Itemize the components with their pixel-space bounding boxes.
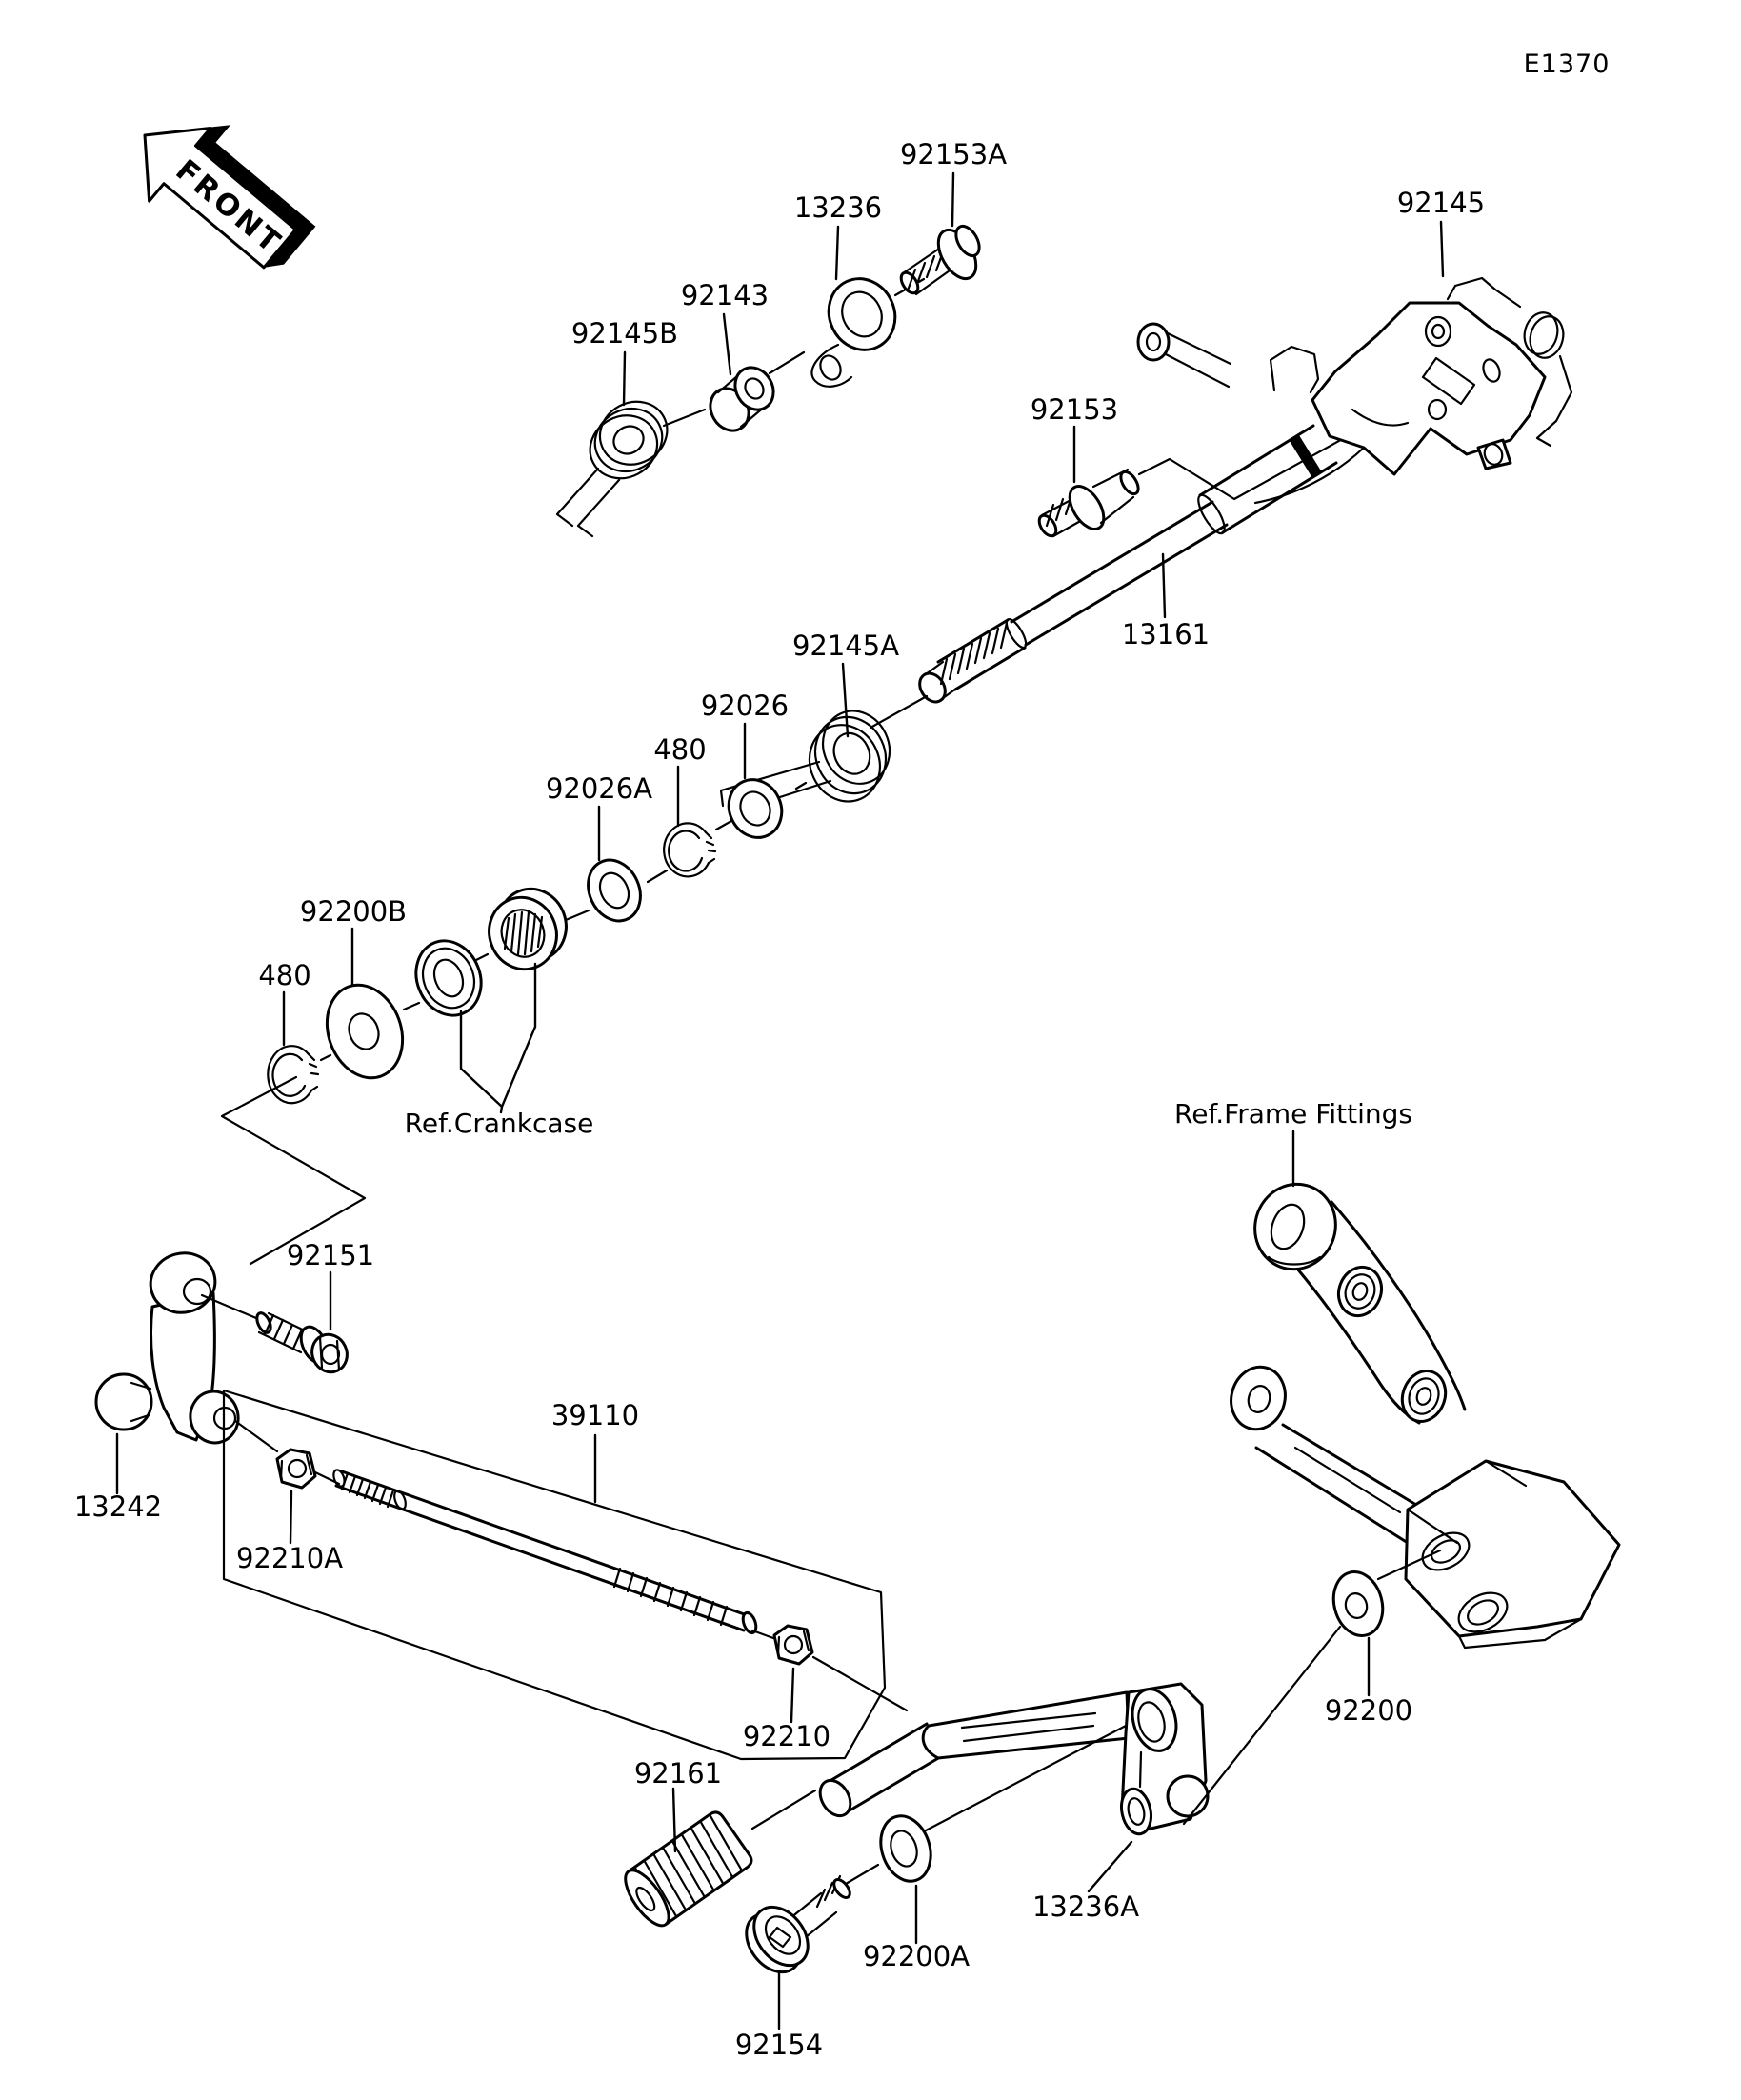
needle-bearing-drawing: [488, 887, 568, 971]
nut-92210-drawing: [772, 1624, 814, 1666]
axis-line: [750, 1629, 909, 1712]
shift-shaft-13161-drawing: [918, 424, 1338, 704]
washer-92026-drawing: [727, 778, 784, 839]
washer-92026A-drawing: [587, 858, 642, 923]
part-label-92154: 92154: [735, 2029, 823, 2061]
assembly-zigzag-line: [220, 1075, 367, 1266]
part-label-92143: 92143: [681, 279, 769, 311]
washer-92200A-drawing: [879, 1814, 932, 1883]
axis-line: [1182, 1549, 1442, 1826]
shift-link-13236-drawing: [810, 277, 897, 388]
snap-ring-480-lower-drawing: [267, 1045, 320, 1105]
shift-pedal-13236A-drawing: [921, 1682, 1210, 1836]
part-label-13236A: 13236A: [1032, 1890, 1139, 1923]
axis-line: [768, 350, 806, 375]
oil-seal-drawing: [414, 939, 483, 1017]
part-label-92161: 92161: [634, 1757, 722, 1790]
part-label-92200B: 92200B: [300, 895, 407, 928]
torsion-spring-92145B-drawing: [555, 400, 669, 538]
part-label-92200A: 92200A: [863, 1940, 970, 1972]
bolt-92154-drawing: [745, 1874, 851, 1974]
frame-fitting-bracket-drawing: [1230, 1182, 1621, 1650]
part-label-92145A: 92145A: [792, 630, 899, 662]
axis-line: [200, 1293, 265, 1323]
part-label-13242: 13242: [74, 1490, 162, 1523]
axis-line: [924, 1724, 1128, 1832]
axis-line: [844, 1863, 880, 1886]
torsion-spring-92145A-drawing: [719, 710, 891, 828]
tie-rod-39110-drawing: [332, 1469, 758, 1635]
part-label-92210A: 92210A: [236, 1542, 343, 1574]
bolt-92151-drawing: [255, 1311, 349, 1374]
front-direction-arrow-icon: FRONT: [143, 125, 316, 270]
part-label-92026: 92026: [701, 690, 789, 722]
part-label-13236: 13236: [794, 191, 882, 224]
washer-92200-drawing: [1331, 1570, 1385, 1637]
nut-92210A-drawing: [275, 1448, 317, 1490]
pedal-rubber-92161-drawing: [624, 1810, 753, 1928]
part-label-92145: 92145: [1397, 187, 1485, 219]
drawing-code: E1370: [1524, 50, 1611, 79]
bolt-92153-drawing: [1037, 468, 1140, 538]
washer-92200B-drawing: [325, 983, 405, 1080]
part-labels: 92153A 13236 92143 92145B 92145 92153 13…: [74, 138, 1485, 2061]
part-label-92210: 92210: [743, 1720, 830, 1752]
ref-label-crankcase: Ref.Crankcase: [405, 1108, 594, 1139]
part-label-92153: 92153: [1031, 393, 1118, 426]
axis-line: [869, 694, 929, 730]
part-label-13161: 13161: [1122, 618, 1210, 650]
axis-line: [750, 1789, 817, 1830]
ref-label-frame-fittings: Ref.Frame Fittings: [1174, 1098, 1412, 1130]
part-label-480-upper: 480: [653, 733, 706, 766]
axis-ticks: [319, 781, 808, 1062]
part-label-92153A: 92153A: [900, 138, 1007, 170]
part-label-92200: 92200: [1325, 1694, 1412, 1727]
axis-line: [662, 408, 707, 428]
return-spring-92145-drawing: [1446, 276, 1573, 448]
bushing-92143-drawing: [709, 366, 775, 432]
crankcase-ref-bracket: [459, 962, 537, 1114]
part-label-92026A: 92026A: [546, 772, 652, 805]
part-label-92145B: 92145B: [571, 317, 678, 350]
bolt-92153A-drawing: [899, 224, 981, 296]
gear-change-mechanism-drawing: [1136, 301, 1547, 505]
snap-ring-480-upper-drawing: [663, 822, 717, 878]
leader-lines: [115, 171, 1445, 2030]
shift-lever-13242-drawing: [94, 1251, 240, 1445]
part-label-92151: 92151: [287, 1239, 374, 1271]
part-label-39110: 39110: [551, 1399, 639, 1431]
tie-rod-callout-box: [222, 1389, 887, 1761]
part-label-480-lower: 480: [258, 959, 310, 991]
pedal-pivot-pin-drawing: [818, 1722, 947, 1818]
